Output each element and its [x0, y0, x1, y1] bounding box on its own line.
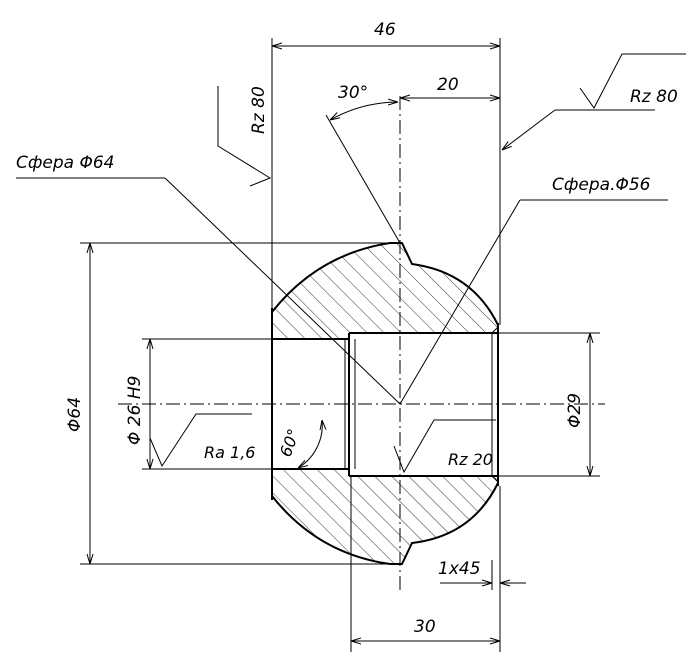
leaders	[16, 109, 668, 405]
rz80-right-label: Rz 80	[630, 87, 678, 107]
roughness-symbols	[149, 53, 686, 474]
section-hatching	[272, 244, 498, 563]
rz80-left-label: Rz 80	[249, 86, 269, 134]
extension-lines	[80, 38, 600, 652]
dia64-label: Φ64	[65, 397, 85, 432]
angle-30-label: 30°	[338, 83, 368, 103]
dimension-lines	[90, 46, 590, 641]
angle-60-label: 60°	[276, 426, 304, 459]
rz20-label: Rz 20	[448, 450, 493, 469]
sphere64-label: Сфера Φ64	[16, 153, 115, 173]
center-lines	[118, 96, 605, 594]
sphere56-label: Сфера.Φ56	[552, 175, 651, 195]
dia29-label: Φ29	[565, 393, 585, 428]
dim-46-label: 46	[374, 20, 396, 40]
dim-30-label: 30	[414, 617, 436, 637]
ra16-label: Ra 1,6	[204, 443, 255, 462]
dim-20-label: 20	[437, 75, 459, 95]
dia26-label: Φ 26 H9	[125, 376, 145, 445]
chamfer-label: 1x45	[438, 559, 481, 579]
